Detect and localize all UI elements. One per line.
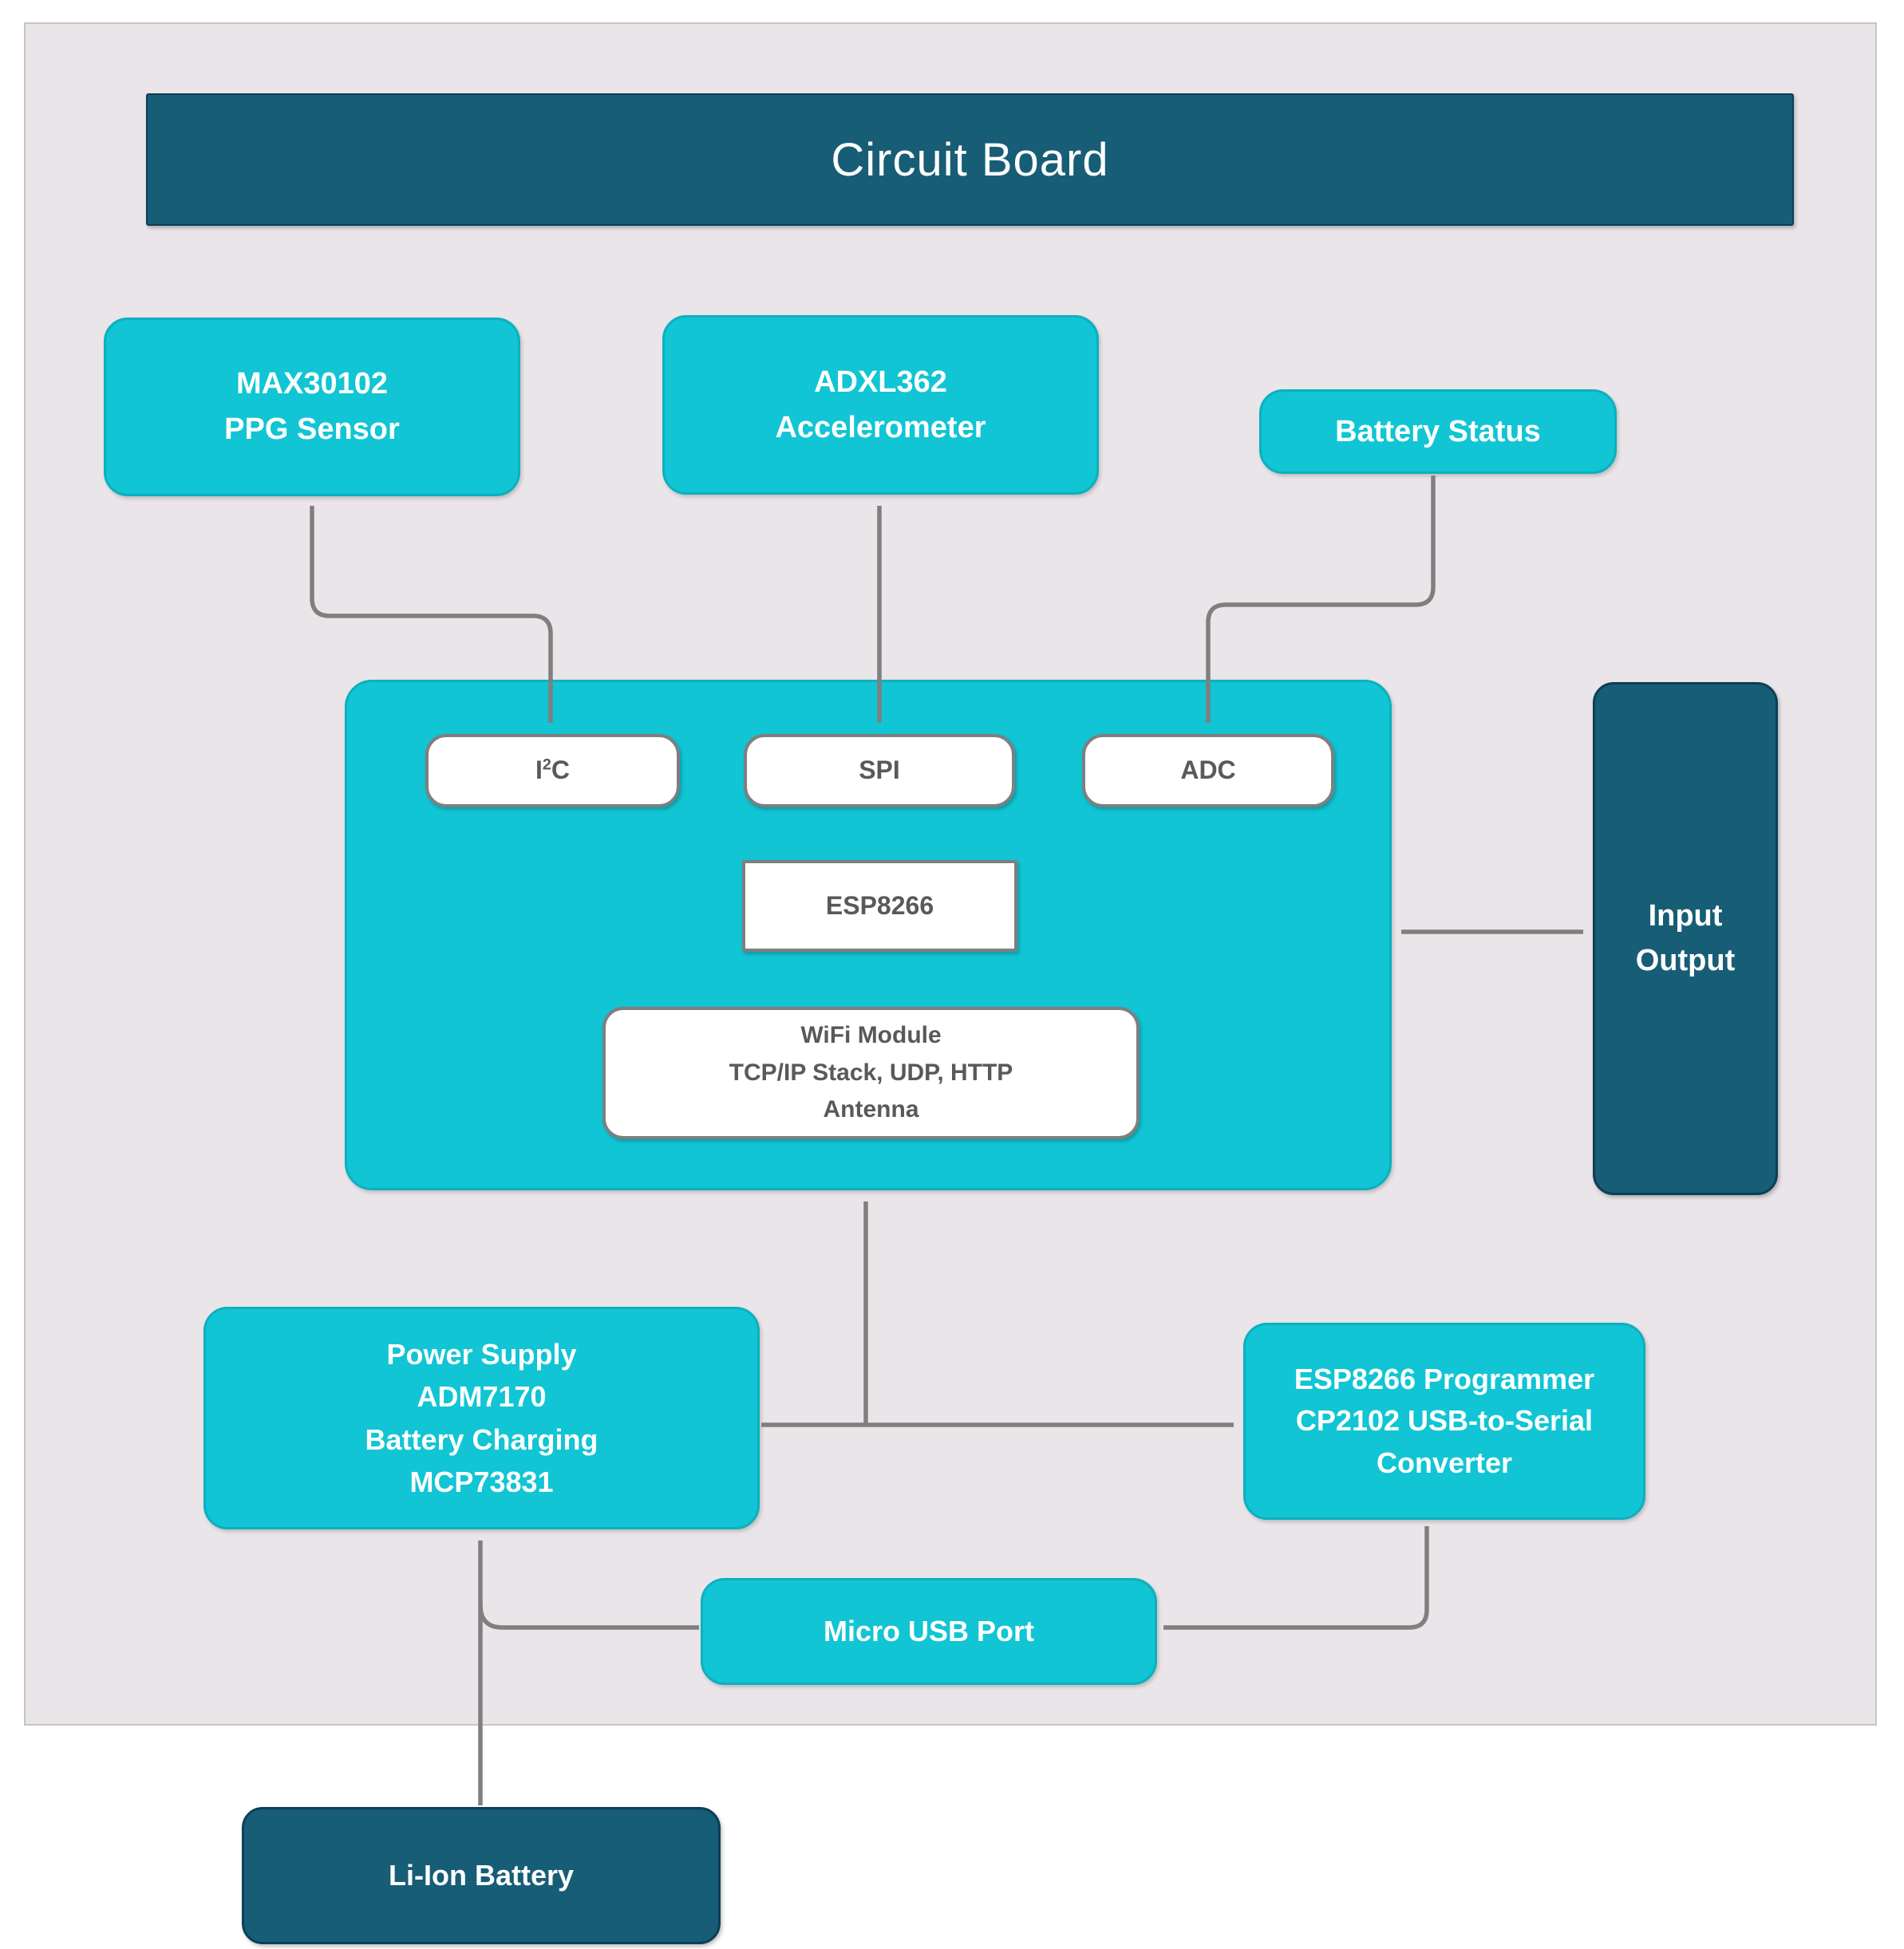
node-label: ADM7170 [417, 1380, 547, 1414]
node-label: MCP73831 [409, 1465, 554, 1498]
node-label: SPI [859, 756, 900, 785]
node-label: PPG Sensor [224, 412, 400, 446]
node-adxl362-accelerometer: ADXL362 Accelerometer [662, 315, 1099, 495]
node-i2c-interface: I2C [425, 734, 680, 807]
node-label: Battery Charging [365, 1422, 598, 1456]
node-esp8266-chip: ESP8266 [742, 860, 1017, 952]
node-label: Output [1635, 943, 1736, 977]
node-label: Antenna [823, 1096, 919, 1123]
page-title: Circuit Board [146, 93, 1794, 226]
page-title-text: Circuit Board [831, 133, 1109, 186]
node-label: ESP8266 [825, 890, 934, 920]
node-battery-status: Battery Status [1259, 389, 1617, 474]
node-label: Micro USB Port [823, 1615, 1035, 1647]
node-label: ESP8266 Programmer [1294, 1363, 1595, 1396]
node-adc-interface: ADC [1082, 734, 1334, 807]
node-max30102-ppg-sensor: MAX30102 PPG Sensor [104, 318, 520, 496]
node-label: CP2102 USB-to-Serial [1295, 1404, 1594, 1438]
node-label: Battery Status [1335, 414, 1541, 448]
node-label: Accelerometer [775, 410, 986, 444]
node-micro-usb-port: Micro USB Port [701, 1578, 1157, 1685]
node-label: WiFi Module [800, 1022, 942, 1049]
node-label: Power Supply [386, 1337, 577, 1371]
node-wifi-module: WiFi Module TCP/IP Stack, UDP, HTTP Ante… [602, 1007, 1140, 1139]
node-label: Li-Ion Battery [388, 1859, 574, 1892]
node-label: I2C [535, 756, 571, 785]
node-label: Converter [1376, 1446, 1513, 1479]
node-input-output: Input Output [1593, 682, 1778, 1195]
node-label: ADC [1180, 756, 1236, 785]
node-liion-battery: Li-Ion Battery [242, 1807, 721, 1944]
node-label: MAX30102 [235, 367, 389, 400]
node-spi-interface: SPI [744, 734, 1015, 807]
node-label: ADXL362 [814, 365, 947, 399]
node-esp8266-programmer: ESP8266 Programmer CP2102 USB-to-Serial … [1243, 1323, 1645, 1520]
node-label: Input [1648, 899, 1723, 933]
node-power-supply: Power Supply ADM7170 Battery Charging MC… [203, 1307, 760, 1529]
node-label: TCP/IP Stack, UDP, HTTP [729, 1059, 1013, 1086]
